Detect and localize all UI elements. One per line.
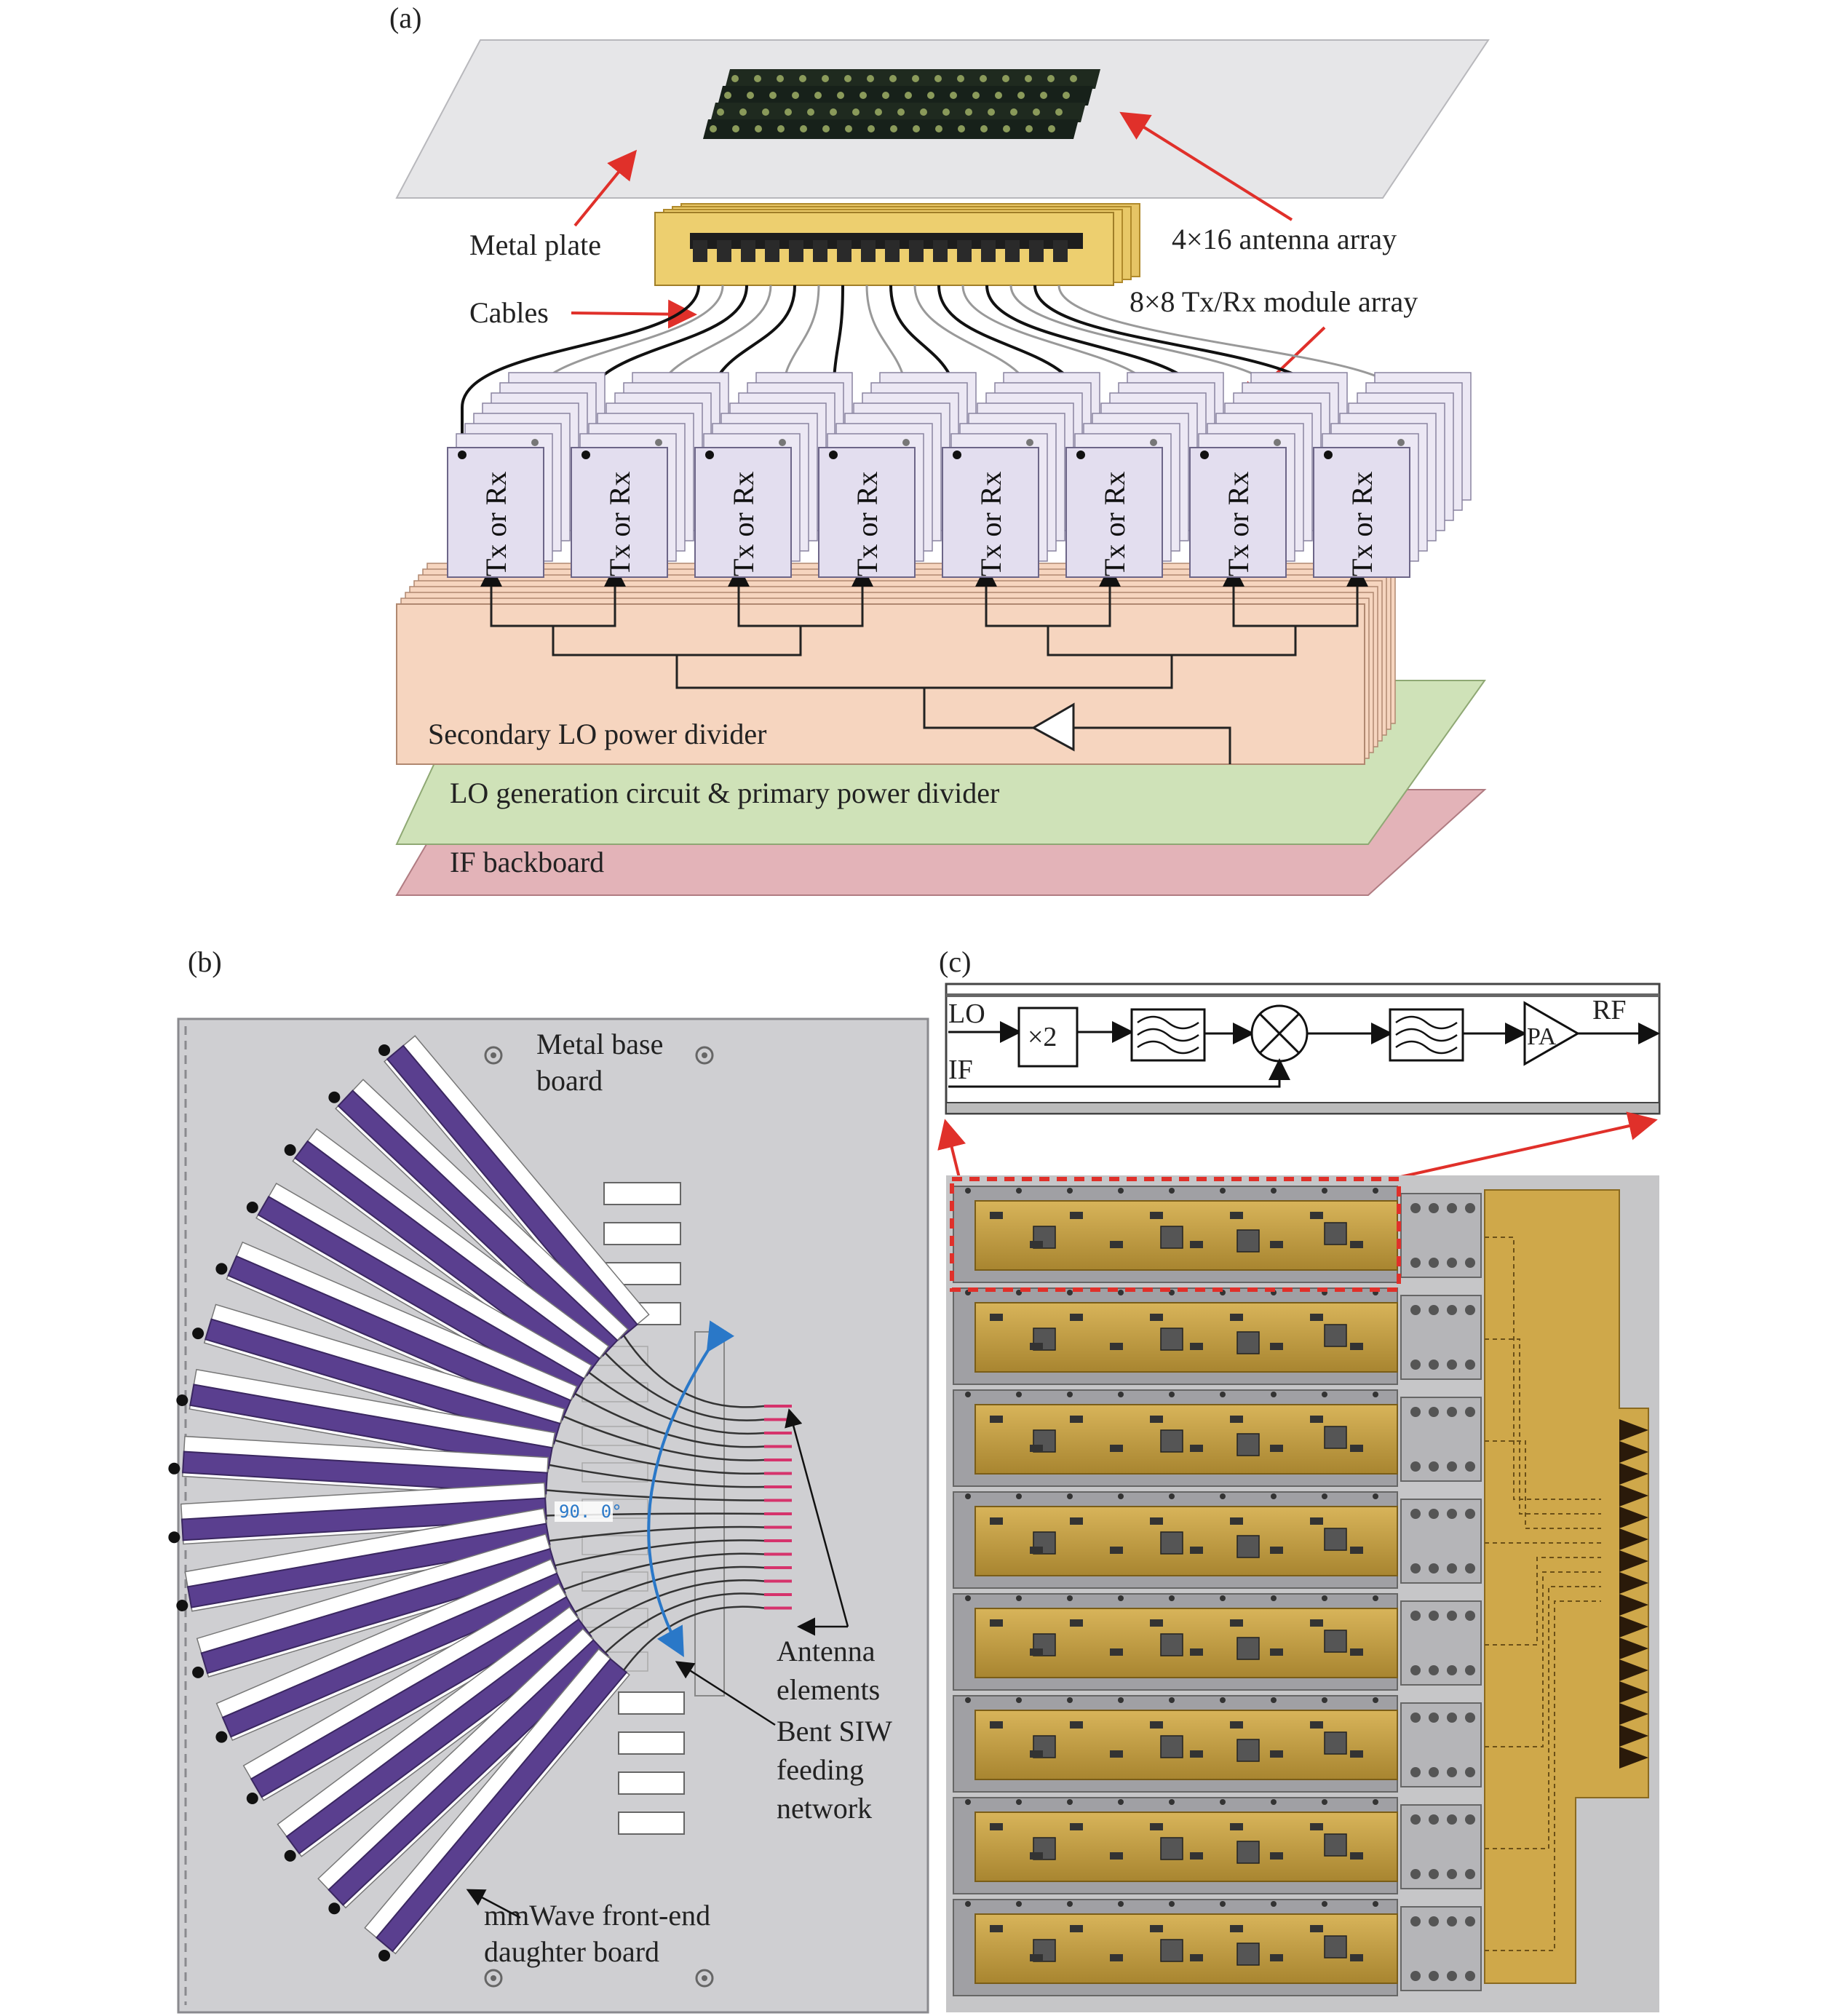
lo-amplifier-icon <box>1031 702 1075 752</box>
txrx-module-label: Tx or Rx <box>603 472 636 576</box>
module-array: Tx or Rx Tx or Rx Tx or Rx Tx or Rx Tx or Rx… <box>447 372 1472 578</box>
txrx-module-label: Tx or Rx <box>851 472 884 576</box>
txrx-module-label: Tx or Rx <box>480 472 512 576</box>
frequency-doubler <box>1017 1007 1079 1068</box>
screw-icons <box>484 1046 714 1988</box>
daughter-board <box>337 1090 619 1357</box>
daughter-board <box>386 1044 638 1339</box>
panel-b: (b) 90. 0° Metal base board Antenna elem… <box>168 945 929 2014</box>
panel-c: (c) LO IF RF ×2 PA <box>937 945 1661 2012</box>
panel-b-label: (b) <box>188 945 222 978</box>
antenna-elements-pointer <box>785 1408 849 1627</box>
pa-label: PA <box>1527 1023 1557 1050</box>
daughter-board <box>221 1572 566 1738</box>
metal-plate-label: Metal plate <box>469 229 601 261</box>
metal-plate-arrow <box>573 149 638 227</box>
panel-c-label: (c) <box>939 945 971 978</box>
daughter-board <box>285 1618 592 1854</box>
txrx-module-label: Tx or Rx <box>1098 472 1131 576</box>
bandpass-filter-1-icon <box>1130 1008 1206 1062</box>
txrx-module <box>942 447 1039 578</box>
txrx-module <box>694 447 792 578</box>
daughter-board <box>200 1547 557 1675</box>
module-array-label: 8×8 Tx/Rx module array <box>1130 285 1418 318</box>
txrx-module-label: Tx or Rx <box>727 472 760 576</box>
daughter-board <box>375 1657 628 1953</box>
metal-base-label-1: Metal base <box>536 1028 663 1060</box>
if-backboard-label: IF backboard <box>450 846 604 878</box>
antenna-element-dots <box>710 75 1077 132</box>
cables-label: Cables <box>469 296 549 329</box>
txrx-module-label: Tx or Rx <box>974 472 1007 576</box>
feed-traces <box>1485 1237 1601 1951</box>
doubler-label: ×2 <box>1028 1022 1057 1052</box>
daughter-board-label-2: daughter board <box>484 1935 659 1968</box>
divider-tree <box>480 565 1368 764</box>
txrx-module <box>1065 447 1163 578</box>
mixer-icon <box>1250 1004 1309 1063</box>
daughter-board <box>182 1451 548 1495</box>
secondary-divider-board <box>396 603 1365 765</box>
txrx-module-label: Tx or Rx <box>1222 472 1255 576</box>
feed-connectors <box>693 240 1068 262</box>
daughter-board <box>250 1595 578 1798</box>
siw-label-1: Bent SIW <box>777 1715 892 1747</box>
antenna-array <box>703 69 1100 139</box>
daughter-board <box>257 1195 585 1398</box>
secondary-divider-label: Secondary LO power divider <box>428 718 766 750</box>
antenna-array-arrow <box>1119 111 1293 221</box>
antenna-teeth <box>1619 1419 1648 1769</box>
panel-a-label: (a) <box>389 1 421 34</box>
daughter-board <box>328 1639 609 1906</box>
daughter-board <box>189 1384 553 1469</box>
siw-label-2: feeding <box>777 1753 864 1786</box>
antenna-elements-label-1: Antenna <box>777 1635 876 1667</box>
txrx-module-label: Tx or Rx <box>1346 472 1378 576</box>
antenna-feed-pcb <box>1484 1189 1649 1984</box>
daughter-board-pointer <box>466 1889 521 1919</box>
daughter-board-label-1: mmWave front-end <box>484 1899 710 1932</box>
cables-arrow <box>571 299 697 329</box>
angle-label: 90. 0° <box>559 1501 622 1522</box>
daughter-board-fan <box>168 1035 765 1962</box>
daughter-board <box>180 1497 547 1541</box>
antenna-feed-board <box>654 203 1140 286</box>
antenna-array-label: 4×16 antenna array <box>1172 223 1397 255</box>
txrx-module <box>1313 447 1410 578</box>
siw-label-3: network <box>777 1792 872 1825</box>
daughter-board <box>227 1255 572 1421</box>
daughter-board <box>204 1318 561 1445</box>
panel-a: (a) Metal plate 4×16 antenna array Cable… <box>389 1 1490 896</box>
siw-pointer <box>675 1661 776 1726</box>
txrx-module <box>447 447 544 578</box>
power-amplifier-icon <box>1523 1001 1581 1066</box>
angle-arc <box>647 1320 735 1657</box>
txrx-module <box>818 447 916 578</box>
txrx-module <box>571 447 668 578</box>
lo-generation-label: LO generation circuit & primary power di… <box>450 777 999 809</box>
if-label: IF <box>948 1055 973 1085</box>
antenna-elements-label-2: elements <box>777 1673 880 1706</box>
metal-base-label-2: board <box>536 1064 603 1097</box>
lo-label: LO <box>948 999 985 1029</box>
daughter-board <box>294 1140 601 1377</box>
rf-label: RF <box>1592 995 1626 1025</box>
daughter-board <box>186 1523 551 1608</box>
pcb-module-rows <box>953 1186 1482 1996</box>
txrx-module <box>1189 447 1287 578</box>
bandpass-filter-2-icon <box>1389 1008 1464 1062</box>
